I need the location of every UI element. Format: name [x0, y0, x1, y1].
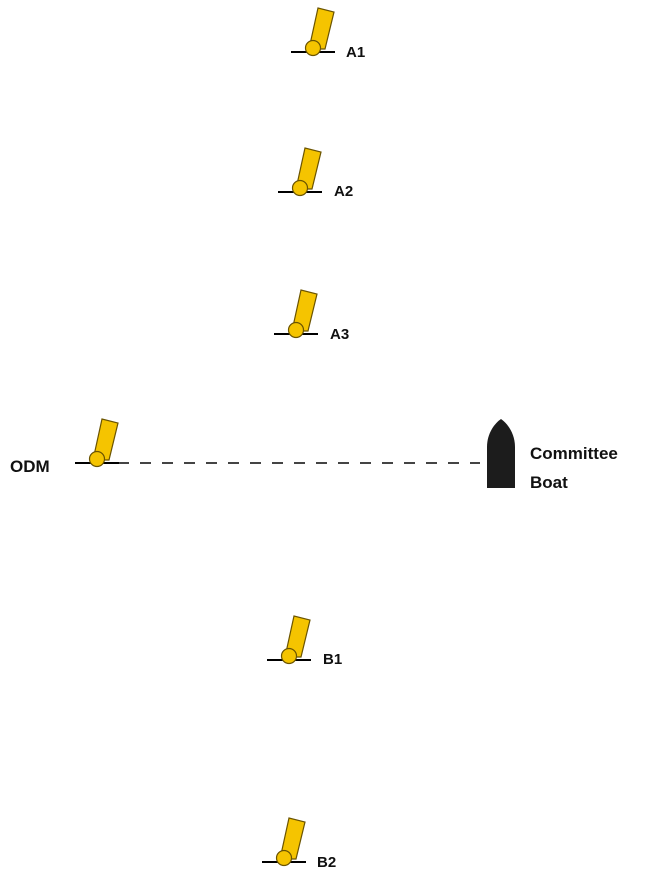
committee-boat-label-line2: Boat — [530, 473, 568, 492]
mark-a2-label: A2 — [334, 183, 353, 200]
buoy-icon — [74, 418, 120, 468]
mark-odm: ODM — [10, 418, 120, 476]
boat-icon — [487, 419, 515, 488]
buoy-icon — [290, 7, 336, 57]
mark-a1-label: A1 — [346, 44, 365, 61]
mark-b2: B2 — [261, 817, 336, 871]
mark-a3-label: A3 — [330, 326, 349, 343]
mark-a2: A2 — [277, 147, 353, 200]
mark-b1-label: B1 — [323, 651, 342, 668]
buoy-icon — [266, 615, 312, 665]
buoy-icon — [277, 147, 323, 197]
mark-b2-label: B2 — [317, 854, 336, 871]
committee-boat-label-line1: Committee — [530, 444, 618, 463]
mark-odm-label: ODM — [10, 457, 50, 476]
buoy-icon — [261, 817, 307, 867]
mark-a3: A3 — [273, 289, 349, 343]
mark-a1: A1 — [290, 7, 365, 61]
buoy-icon — [273, 289, 319, 339]
mark-b1: B1 — [266, 615, 342, 668]
committee-boat: Committee Boat — [487, 419, 618, 492]
